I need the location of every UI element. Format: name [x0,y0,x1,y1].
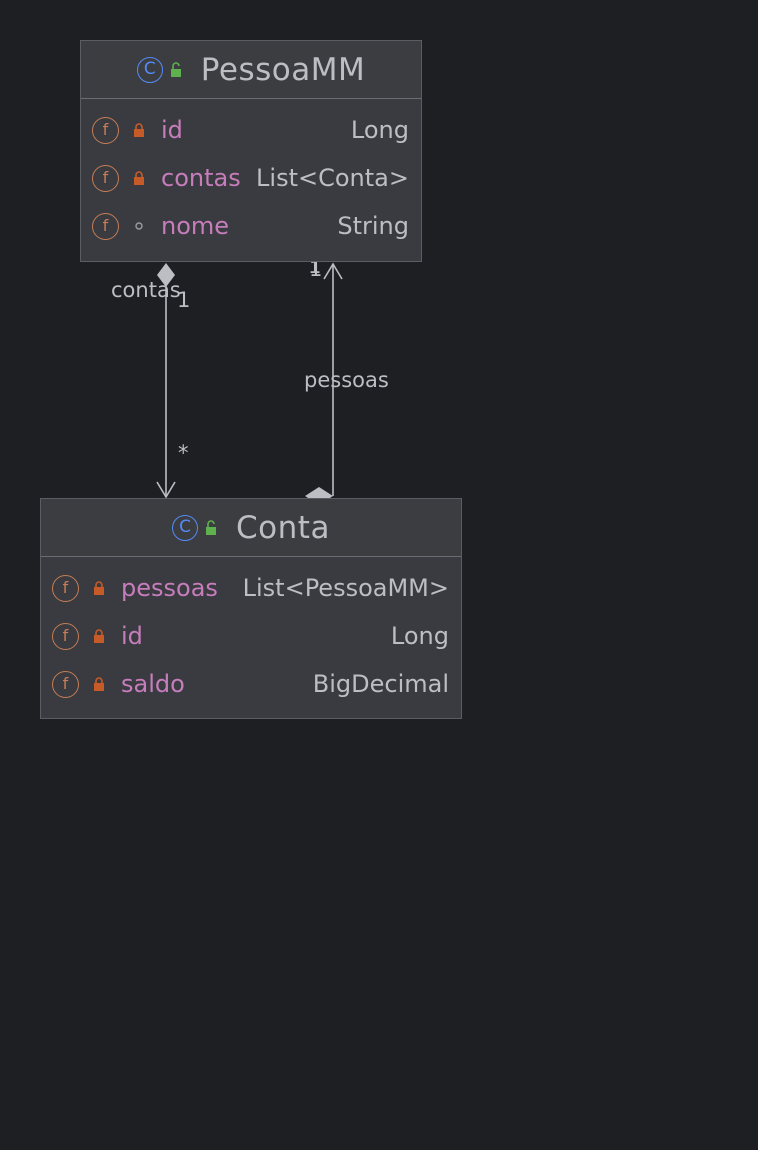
field-list: f id Long f contas List<Conta> f [81,99,421,250]
edge-target-multiplicity-pessoas: 1 [309,257,323,281]
edge-contas[interactable] [156,263,176,499]
field-name: saldo [121,670,185,698]
field-type: BigDecimal [312,670,449,698]
class-header: C PessoaMM [81,41,421,99]
class-node-pessoamm[interactable]: C PessoaMM f id Long f [80,40,422,262]
field-name: id [121,622,143,650]
field-row-id[interactable]: f id Long [41,612,461,660]
private-lock-icon [133,170,145,186]
class-node-conta[interactable]: C Conta f pessoas List<PessoaMM> f [40,498,462,719]
edge-role-label-contas: contas [111,278,181,302]
private-lock-icon [93,676,105,692]
field-list: f pessoas List<PessoaMM> f id Long f [41,557,461,708]
field-f-icon: f [52,574,79,602]
public-lock-open-icon [204,519,218,536]
field-row-nome[interactable]: f nome String [81,202,421,250]
edge-role-label-pessoas: pessoas [304,368,389,392]
class-header: C Conta [41,499,461,557]
edge-target-multiplicity-contas: * [178,441,189,465]
class-c-icon: C [172,514,199,541]
field-type: Long [350,116,409,144]
edge-source-multiplicity-contas: 1 [177,288,191,312]
private-lock-icon [93,628,105,644]
arrowhead-pessoas [323,262,343,280]
private-lock-icon [133,122,145,138]
field-name: id [161,116,183,144]
field-type: List<PessoaMM> [242,574,449,602]
field-row-saldo[interactable]: f saldo BigDecimal [41,660,461,708]
class-name: Conta [236,509,330,546]
field-type: List<Conta> [256,164,409,192]
field-name: pessoas [121,574,218,602]
field-f-icon: f [92,164,119,192]
class-c-icon: C [136,56,163,83]
public-lock-open-icon [169,61,183,78]
field-f-icon: f [92,212,119,240]
field-type: String [337,212,409,240]
class-name: PessoaMM [200,51,366,88]
composition-diamond-contas [157,263,175,287]
private-lock-icon [93,580,105,596]
field-name: contas [161,164,241,192]
field-name: nome [161,212,230,240]
field-f-icon: f [52,622,79,650]
field-row-id[interactable]: f id Long [81,106,421,154]
field-f-icon: f [92,116,119,144]
package-visibility-icon [133,218,145,234]
field-f-icon: f [52,670,79,698]
field-row-contas[interactable]: f contas List<Conta> [81,154,421,202]
arrowhead-contas [156,481,176,499]
field-row-pessoas[interactable]: f pessoas List<PessoaMM> [41,564,461,612]
field-type: Long [390,622,449,650]
